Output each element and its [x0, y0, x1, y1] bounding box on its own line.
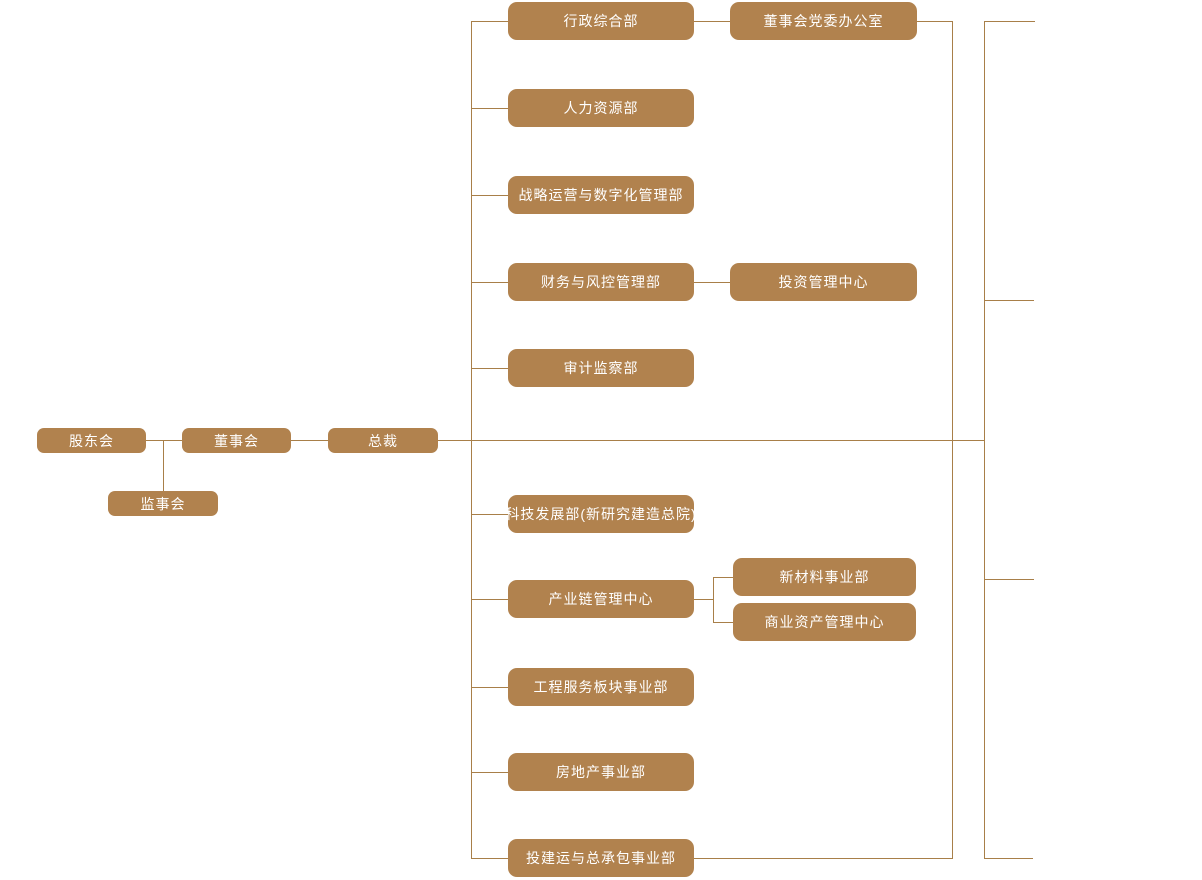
connector-industry-chain-branch: [694, 599, 713, 600]
node-dept-finance-risk: 财务与风控管理部: [508, 263, 694, 301]
node-new-materials-division: 新材料事业部: [733, 558, 916, 596]
connector-shareholders-board: [146, 440, 182, 441]
node-board-party-office: 董事会党委办公室: [730, 2, 917, 40]
node-dept-strategy-digital: 战略运营与数字化管理部: [508, 176, 694, 214]
connector-party-office-right: [917, 21, 952, 22]
node-dept-tech-development: 科技发展部(新研究建造总院): [505, 495, 696, 533]
connector-row-human-resources: [471, 108, 508, 109]
node-president: 总裁: [328, 428, 438, 453]
node-board-of-directors: 董事会: [182, 428, 291, 453]
right-rail-outer-line: [984, 21, 985, 859]
node-dept-audit-supervision: 审计监察部: [508, 349, 694, 387]
node-dept-investment-construction: 投建运与总承包事业部: [508, 839, 694, 877]
node-dept-industry-chain: 产业链管理中心: [508, 580, 694, 618]
department-spine-line: [471, 21, 472, 859]
connector-row-finance-risk: [471, 282, 508, 283]
connector-row-real-estate: [471, 772, 508, 773]
node-commercial-asset-center: 商业资产管理中心: [733, 603, 916, 641]
connector-supervisory-drop: [163, 441, 164, 491]
connector-president-trunk: [438, 440, 984, 441]
truncated-connector-1: [984, 21, 1035, 22]
node-shareholders-meeting: 股东会: [37, 428, 146, 453]
connector-commercial-asset: [713, 622, 733, 623]
connector-row-strategy-digital: [471, 195, 508, 196]
connector-finance-investment-center: [694, 282, 730, 283]
connector-row-industry-chain: [471, 599, 508, 600]
connector-row-investment-construction: [471, 858, 508, 859]
connector-bottom-row-right: [694, 858, 952, 859]
node-dept-real-estate: 房地产事业部: [508, 753, 694, 791]
truncated-connector-2: [984, 300, 1034, 301]
connector-row-administration: [471, 21, 508, 22]
truncated-connector-3: [984, 579, 1034, 580]
node-investment-management-center: 投资管理中心: [730, 263, 917, 301]
node-dept-engineering-services: 工程服务板块事业部: [508, 668, 694, 706]
connector-row-engineering: [471, 687, 508, 688]
connector-row-audit: [471, 368, 508, 369]
connector-new-materials: [713, 577, 733, 578]
connector-admin-party-office: [694, 21, 730, 22]
industry-chain-branch-line: [713, 577, 714, 623]
connector-row-tech-development: [471, 514, 508, 515]
node-supervisory-board: 监事会: [108, 491, 218, 516]
node-dept-administration: 行政综合部: [508, 2, 694, 40]
node-dept-human-resources: 人力资源部: [508, 89, 694, 127]
truncated-connector-4: [984, 858, 1033, 859]
right-rail-inner-line: [952, 21, 953, 859]
connector-board-president: [291, 440, 328, 441]
